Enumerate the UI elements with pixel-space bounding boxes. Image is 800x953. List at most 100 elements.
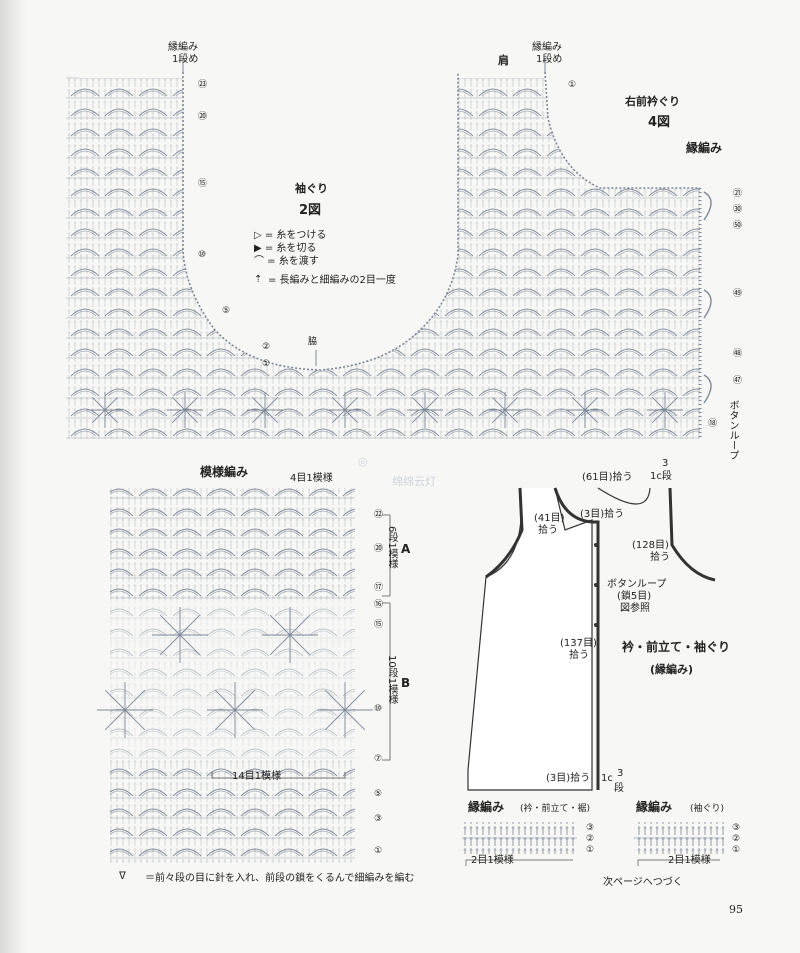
legend-carry: ⌒ = 糸を渡す — [254, 256, 319, 267]
fig4-stitch-3: ㉚ — [733, 205, 743, 215]
schematic-button-loop — [594, 543, 598, 547]
star-motif-ray — [264, 396, 279, 411]
schematic-button-loop — [594, 583, 598, 587]
pattern-row-15: ⑮ — [374, 620, 384, 630]
star-motif-ray — [424, 409, 439, 424]
fig2-row-5: ⑤ — [222, 306, 231, 316]
pattern-star-ray — [234, 689, 256, 711]
pattern-star-ray — [214, 689, 236, 711]
schem-title: 衿・前立て・袖ぐり — [622, 640, 731, 654]
schem-label-3a: (3目)拾う — [580, 509, 625, 520]
star-motif-ray — [344, 396, 359, 411]
edge2-title: 縁編み — [636, 800, 673, 814]
schem-subtitle: (縁編み) — [650, 663, 694, 676]
star-motif-ray — [171, 396, 186, 411]
pattern-star-ray — [344, 689, 366, 711]
fig4-top-label-line2: 1段め — [536, 54, 563, 65]
star-motif-ray — [664, 409, 679, 424]
star-motif-ray — [584, 396, 599, 411]
schem-label-128: (128目) — [632, 540, 669, 551]
watermark-text: 绵绵云灯 — [392, 475, 436, 488]
edge1-subtitle: (衿・前立て・裾) — [520, 804, 591, 814]
fig4-stitch-8: ⑱ — [708, 419, 718, 429]
pattern-row-10: ⑩ — [374, 704, 383, 714]
page-number: 95 — [729, 903, 743, 916]
legend-attach: ▷ = 糸をつける — [254, 230, 327, 241]
edge1-title: 縁編み — [468, 800, 505, 814]
button-loop-mark — [703, 289, 712, 319]
pattern-star-ray — [104, 689, 126, 711]
schem-label-3-bottom: 3 — [617, 768, 624, 779]
schematic-button-loop — [594, 623, 598, 627]
pattern-star-ray — [104, 709, 126, 731]
schem-label-41b: 拾う — [538, 525, 558, 536]
pattern-star-ray — [269, 614, 291, 636]
schem-label-1c-bottom: 1c — [601, 773, 613, 784]
next-page-note: 次ページへつづく — [603, 877, 683, 888]
schem-label-128b: 拾う — [650, 552, 670, 563]
star-motif-ray — [184, 396, 199, 411]
star-motif-ray — [491, 409, 506, 424]
schem-label-137b: 拾う — [569, 650, 589, 661]
fig2-top-label-line1: 縁編み — [168, 42, 198, 53]
star-motif-ray — [171, 409, 186, 424]
fig2-bottom-label: 脇 — [308, 337, 318, 347]
pattern-row-20: ⑳ — [374, 544, 384, 554]
fig4-stitch-5: ㊾ — [733, 289, 743, 299]
schematic-front-band — [553, 487, 600, 790]
schem-label-61: (61目)拾う — [582, 472, 633, 483]
star-motif-ray — [664, 396, 679, 411]
page-spine-shadow — [0, 0, 26, 953]
fig2-row-23: ㉓ — [198, 80, 208, 90]
edge1-chart-bracket — [465, 859, 573, 866]
star-motif-ray — [651, 409, 666, 424]
edge2-chart-bracket — [637, 859, 720, 866]
fig2-row-1: ① — [262, 359, 271, 369]
pattern-a-label: A — [401, 542, 411, 556]
fig4-stitch-4: ㊿ — [733, 221, 743, 231]
edge1-row-3: ③ — [586, 823, 595, 833]
pattern-a-bracket — [382, 514, 391, 597]
edge2-row-3: ③ — [732, 823, 741, 833]
star-motif-ray — [424, 396, 439, 411]
fig2-top-label-line2: 1段め — [172, 54, 199, 65]
fig2-title: 袖ぐり — [295, 182, 328, 195]
watermark-logo: ◎ — [358, 455, 368, 468]
schem-button-loop-1: ボタンループ — [607, 579, 667, 590]
pattern-star-ray — [344, 709, 366, 731]
pattern-star-ray — [179, 614, 201, 636]
fig4-stitch-2: ㉑ — [733, 189, 743, 199]
star-motif-ray — [571, 396, 586, 411]
pattern-star-ray — [324, 709, 346, 731]
fig4-button-loop-label: ボタンループ — [727, 400, 738, 460]
legend-cut: ▶ = 糸を切る — [254, 243, 317, 254]
pattern-title: 模様編み — [200, 465, 249, 479]
legend-decrease-symbol: ⇡ — [254, 274, 263, 285]
pattern-b-rows: 10段1模様 — [386, 655, 397, 705]
pattern-row-17: ⑰ — [374, 583, 384, 593]
pattern-row-16: ⑯ — [374, 600, 384, 610]
pattern-repeat-bottom: 14目1模様 — [232, 771, 282, 782]
pattern-star-ray — [269, 634, 291, 656]
edge2-repeat: 2目1模様 — [668, 855, 711, 866]
pattern-star-ray — [124, 709, 146, 731]
fig4-top-label-line1: 縁編み — [532, 42, 562, 53]
schematic-back-neck — [597, 487, 651, 505]
pattern-row-3: ③ — [374, 814, 383, 824]
schem-label-41: (41目) — [534, 513, 565, 524]
pattern-row-1: ① — [374, 846, 383, 856]
star-motif-ray — [504, 409, 519, 424]
edge2-subtitle: (袖ぐり) — [690, 804, 725, 814]
edge1-row-1: ① — [586, 845, 595, 855]
pattern-star-ray — [159, 614, 181, 636]
fig2-row-15: ⑮ — [198, 179, 208, 189]
pattern-star-ray — [159, 634, 181, 656]
star-motif-ray — [184, 409, 199, 424]
schem-label-1c-top: 1c段 — [650, 471, 672, 482]
fig2-row-2: ② — [262, 342, 271, 352]
pattern-star-ray — [214, 709, 236, 731]
edge1-row-2: ② — [586, 834, 595, 844]
button-loop-mark — [703, 191, 712, 221]
schem-button-loop-3: 図参照 — [620, 603, 650, 614]
